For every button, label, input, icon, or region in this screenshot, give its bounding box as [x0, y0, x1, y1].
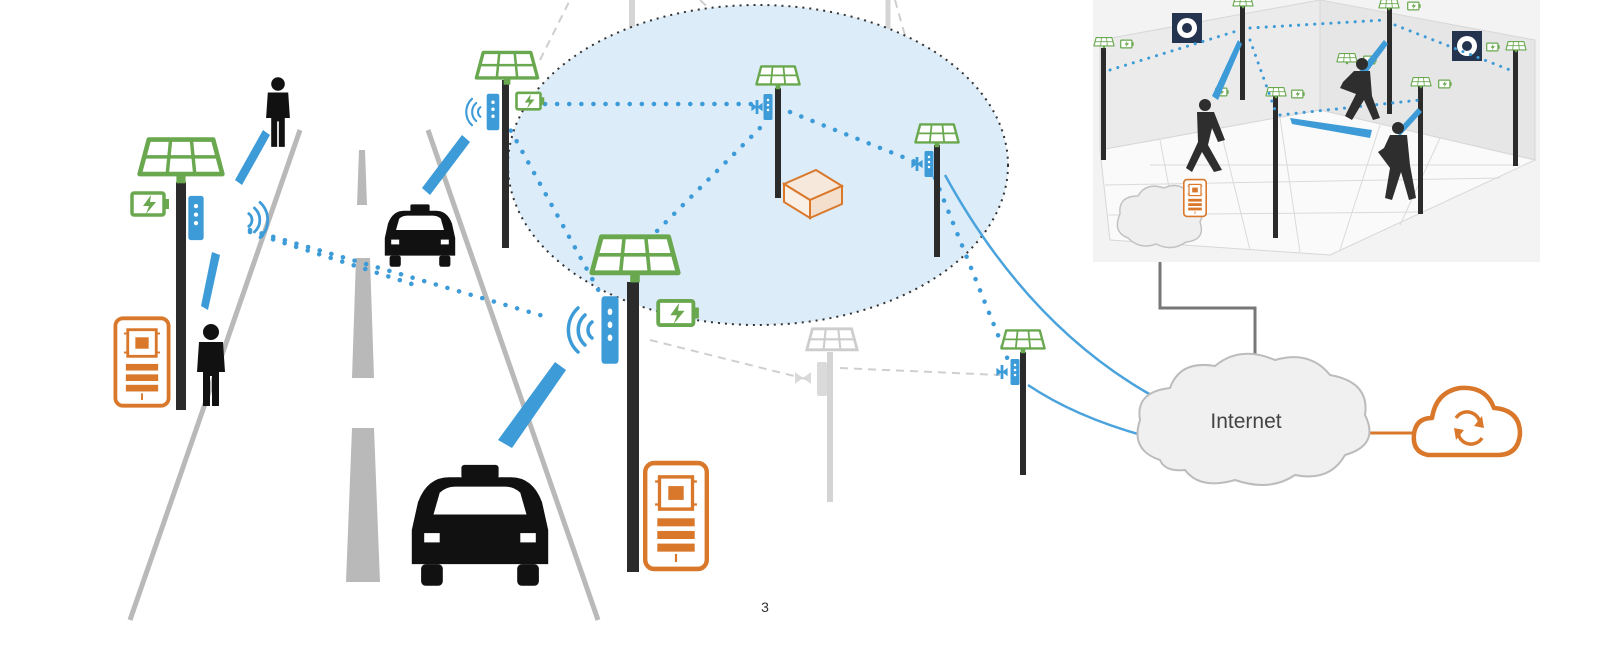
- wireless-beams: [201, 130, 566, 448]
- edge-compute-icon: [113, 316, 171, 408]
- mesh-node-icon: [188, 195, 204, 241]
- router-box-icon: [781, 168, 845, 220]
- solar-panel-icon: [1000, 329, 1046, 355]
- smart-pole: [911, 123, 960, 257]
- battery-charging-icon: [130, 191, 171, 217]
- camera-icon: [1172, 13, 1202, 43]
- wifi-icon: [465, 97, 482, 127]
- battery-charging-icon: [656, 298, 701, 328]
- wireless-mesh-links: [247, 101, 1011, 363]
- mesh-node-icon: [601, 296, 619, 364]
- edge-compute-icon: [645, 463, 707, 569]
- battery-charging-icon: [515, 91, 546, 111]
- person-icon: [266, 77, 290, 147]
- solar-panel-icon: [474, 50, 540, 87]
- mesh-node-icon: [486, 93, 500, 131]
- mesh-node-icon: [996, 365, 1008, 379]
- mesh-node-icon: [924, 151, 934, 177]
- smart-pole: [996, 329, 1046, 475]
- mesh-node-icon: [1010, 359, 1020, 385]
- smart-pole: [751, 65, 801, 198]
- smart-pole: [465, 50, 546, 248]
- edge-compute-icon: [1183, 178, 1207, 218]
- taxi-icon: [411, 464, 549, 586]
- wifi-icon: [566, 306, 594, 354]
- smart-pole-inactive: [795, 327, 860, 502]
- mesh-node-icon: [763, 94, 773, 120]
- taxi-icon: [384, 204, 456, 267]
- internet-cloud: Internet: [1136, 352, 1371, 486]
- solar-panel-icon: [140, 140, 223, 184]
- smart-pole: [113, 140, 270, 410]
- cloud-sync-icon: [1411, 385, 1523, 458]
- smart-pole: [566, 237, 707, 572]
- internet-label: Internet: [1210, 410, 1281, 433]
- indoor-deployment-inset: [1093, 0, 1540, 262]
- page-number: 3: [761, 599, 769, 615]
